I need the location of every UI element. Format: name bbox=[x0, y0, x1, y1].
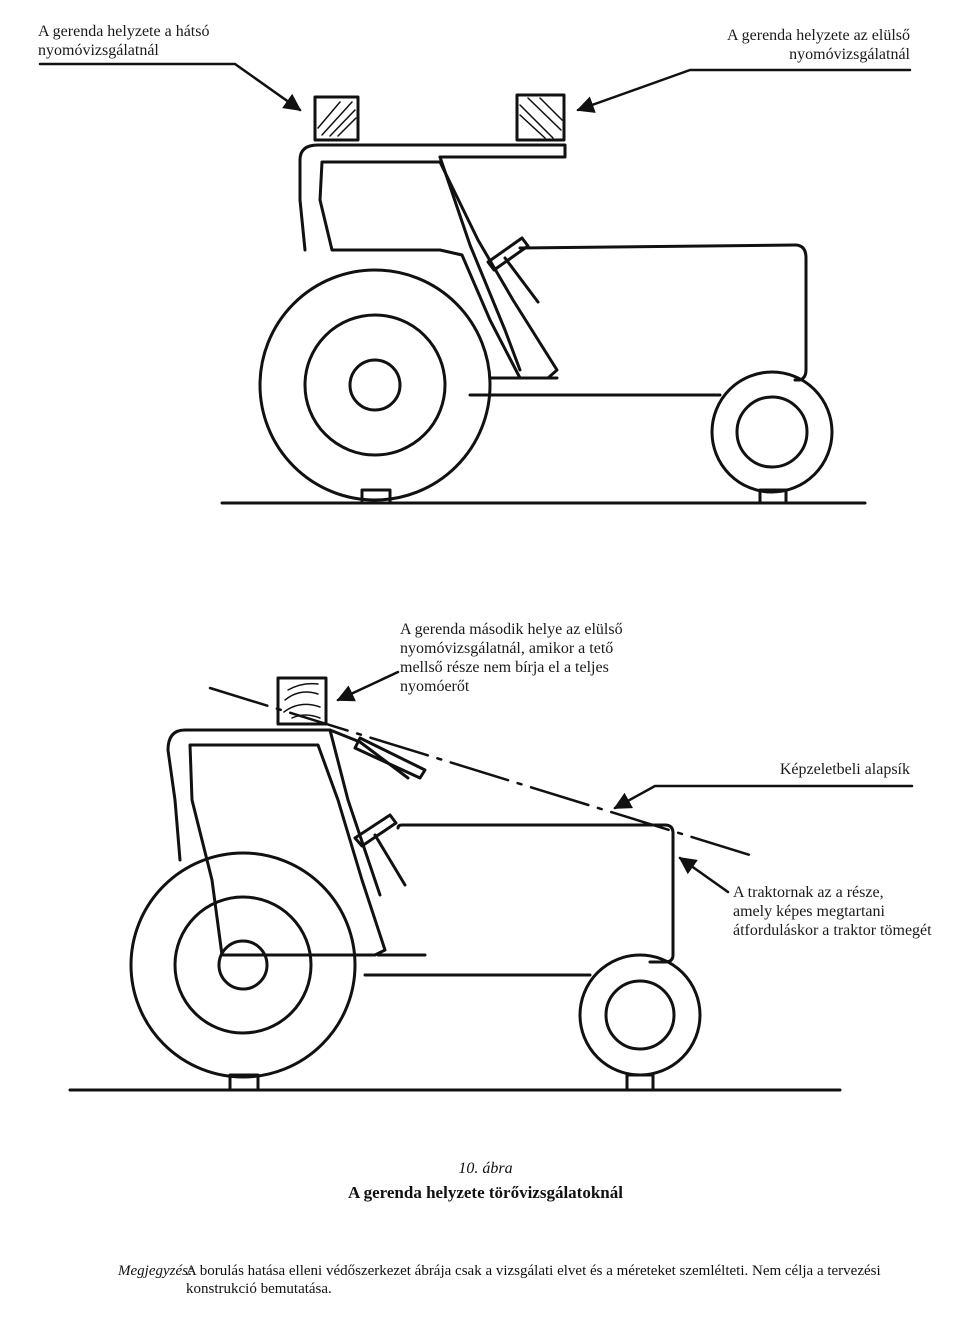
cab-frame-bottom bbox=[166, 728, 382, 897]
imaginary-plane-line bbox=[208, 686, 752, 857]
cab-frame-top bbox=[298, 155, 522, 372]
hood-top bbox=[518, 243, 808, 382]
chassis-bottom bbox=[363, 953, 592, 977]
rear-wheel-rim-bottom bbox=[173, 895, 313, 1035]
front-wheel-top bbox=[710, 370, 834, 494]
rear-wheel-support-top bbox=[360, 488, 392, 505]
windshield-bar-bottom bbox=[353, 736, 427, 780]
figure-title: A gerenda helyzete törővizsgálatoknál bbox=[348, 1183, 623, 1202]
rear-wheel-support-bottom bbox=[228, 1073, 260, 1092]
second-beam-label: A gerenda második helye az elülső nyomóv… bbox=[400, 621, 623, 695]
rear-wheel-hub-bottom bbox=[217, 939, 269, 991]
tractor-part-leader bbox=[678, 856, 730, 894]
imaginary-plane-leader bbox=[613, 784, 914, 810]
bottom-tractor bbox=[68, 670, 914, 1092]
note-text: A borulás hatása elleni védőszerkezet áb… bbox=[186, 1263, 881, 1297]
front-beam-leader bbox=[576, 68, 912, 113]
front-wheel-bottom bbox=[578, 953, 702, 1077]
rear-beam-leader bbox=[38, 62, 302, 112]
cab-window-top bbox=[318, 160, 559, 380]
roof-top bbox=[298, 143, 567, 162]
chassis-top bbox=[468, 376, 722, 397]
tractor-part-label: A traktornak az a része, amely képes meg… bbox=[733, 884, 932, 939]
front-wheel-support-top bbox=[758, 488, 788, 505]
rear-beam-block bbox=[313, 95, 360, 142]
front-wheel-support-bottom bbox=[625, 1073, 655, 1092]
top-tractor bbox=[38, 62, 912, 505]
hood-bottom bbox=[396, 823, 675, 964]
imaginary-plane-label: Képzeletbeli alapsík bbox=[779, 761, 910, 778]
roof-bottom bbox=[166, 728, 410, 780]
second-beam-leader bbox=[336, 670, 400, 702]
front-beam-label: A gerenda helyzete az elülső nyomóvizsgá… bbox=[726, 27, 910, 63]
front-beam-block bbox=[515, 93, 566, 142]
note-heading: Megjegyzés: bbox=[118, 1263, 193, 1279]
cab-window-bottom bbox=[188, 743, 387, 957]
front-wheel-rim-bottom bbox=[604, 979, 676, 1051]
rear-wheel-bottom bbox=[129, 851, 357, 1079]
steering-wheel-top bbox=[486, 236, 540, 304]
front-wheel-rim-top bbox=[735, 395, 809, 469]
figure-number: 10. ábra bbox=[458, 1160, 513, 1177]
second-beam-block bbox=[276, 676, 328, 726]
steering-wheel-bottom bbox=[353, 813, 407, 887]
note: Megjegyzés: A borulás hatása elleni védő… bbox=[118, 1262, 898, 1297]
rear-wheel-hub-top bbox=[348, 358, 402, 412]
rear-wheel-rim-top bbox=[303, 313, 447, 457]
rear-beam-label: A gerenda helyzete a hátsó nyomóvizsgála… bbox=[38, 23, 210, 59]
rear-wheel-top bbox=[258, 268, 492, 502]
